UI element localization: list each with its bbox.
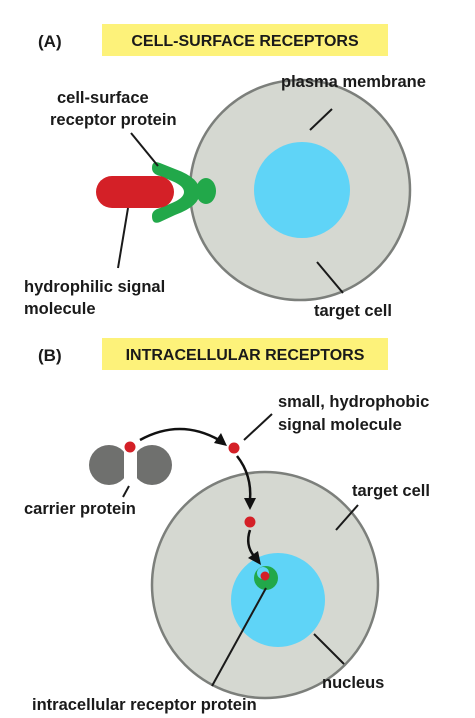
- leader-carrier: [122, 485, 130, 498]
- label-plasma-membrane: plasma membrane: [281, 73, 426, 91]
- leader-small-signal: [243, 413, 273, 441]
- panel-b-title: INTRACELLULAR RECEPTORS: [126, 347, 365, 364]
- hydrophilic-signal-molecule: [96, 176, 174, 208]
- carried-signal-molecule: [124, 441, 136, 453]
- free-signal-molecule-2: [244, 516, 256, 528]
- arrowhead-binding: [248, 551, 261, 565]
- label-receptor-line1: cell-surface: [57, 89, 149, 107]
- nucleus-b: [231, 553, 325, 647]
- leader-target-a: [316, 261, 344, 294]
- leader-intracellular-receptor: [211, 587, 267, 687]
- panel-b-letter: (B): [38, 346, 62, 365]
- panel-b: (B) INTRACELLULAR RECEPTORS: [24, 338, 430, 714]
- label-intracellular-receptor: intracellular receptor protein: [32, 696, 257, 714]
- arrow-entry: [236, 455, 252, 501]
- panel-a: (A) CELL-SURFACE RECEPTORS cell-surface …: [24, 24, 426, 320]
- leader-target-b: [335, 504, 359, 531]
- arrow-binding: [246, 529, 255, 557]
- carrier-protein: [89, 441, 172, 485]
- label-signal-line2: molecule: [24, 300, 96, 318]
- arrowhead-release: [214, 433, 227, 446]
- label-small-line1: small, hydrophobic: [278, 393, 429, 411]
- panel-a-title-highlight: [102, 24, 388, 56]
- label-target-cell-b: target cell: [352, 482, 430, 500]
- label-carrier-protein: carrier protein: [24, 500, 136, 518]
- leader-membrane: [309, 108, 333, 131]
- panel-a-title: CELL-SURFACE RECEPTORS: [131, 33, 359, 50]
- label-nucleus: nucleus: [322, 674, 384, 692]
- panel-a-letter: (A): [38, 32, 62, 51]
- intracellular-receptor-protein: [254, 566, 278, 590]
- label-target-cell-a: target cell: [314, 302, 392, 320]
- arrow-release: [139, 427, 220, 442]
- leader-signal: [117, 207, 129, 269]
- bound-signal-molecule: [260, 571, 270, 581]
- label-small-line2: signal molecule: [278, 416, 402, 434]
- panel-b-title-highlight: [102, 338, 388, 370]
- nucleus-a: [254, 142, 350, 238]
- label-signal-line1: hydrophilic signal: [24, 278, 165, 296]
- free-signal-molecule-1: [228, 442, 240, 454]
- leader-receptor: [130, 132, 159, 167]
- label-receptor-line2: receptor protein: [50, 111, 177, 129]
- leader-nucleus: [313, 633, 345, 665]
- arrowhead-entry: [244, 498, 256, 510]
